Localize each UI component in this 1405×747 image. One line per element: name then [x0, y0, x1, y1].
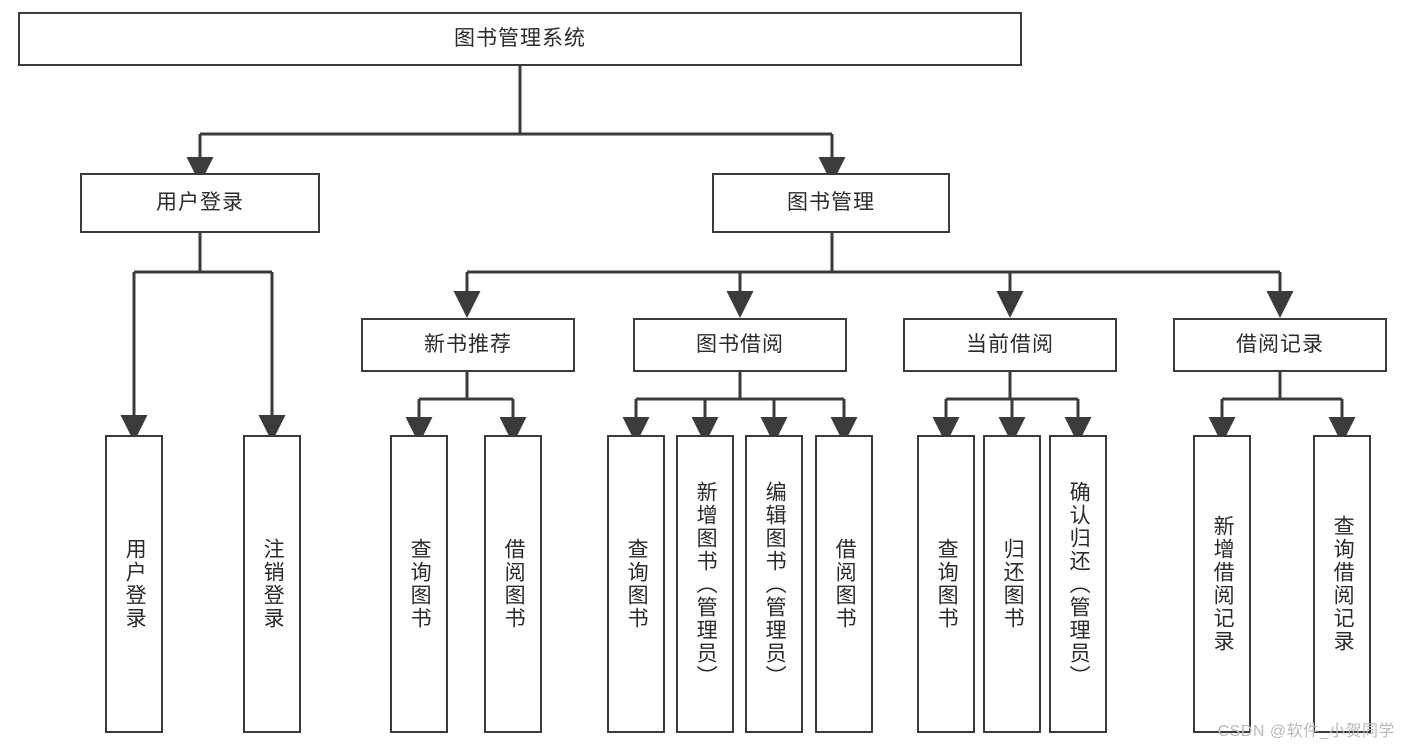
node-label: 用户登录: [123, 538, 147, 630]
watermark: CSDN @软件_小贺同学: [1217, 723, 1395, 740]
leaf-user-login-login[interactable]: 用户登录: [105, 435, 163, 733]
leaf-borrow-record-query-record[interactable]: 查询借阅记录: [1313, 435, 1371, 733]
node-label: 确认归还（管理员）: [1067, 480, 1091, 688]
node-label: 查询图书: [408, 538, 432, 630]
node-label: 编辑图书（管理员）: [763, 480, 787, 688]
node-label: 新增借阅记录: [1211, 515, 1235, 653]
node-book-borrow[interactable]: 图书借阅: [633, 318, 847, 372]
node-label: 新书推荐: [424, 333, 512, 357]
leaf-book-borrow-borrow-book[interactable]: 借阅图书: [815, 435, 873, 733]
node-label: 当前借阅: [966, 333, 1054, 357]
leaf-book-borrow-query-book[interactable]: 查询图书: [607, 435, 665, 733]
node-label: 借阅图书: [502, 538, 526, 630]
node-label: 新增图书（管理员）: [694, 480, 718, 688]
leaf-book-borrow-add-book-admin[interactable]: 新增图书（管理员）: [676, 435, 734, 733]
leaf-book-borrow-edit-book-admin[interactable]: 编辑图书（管理员）: [745, 435, 803, 733]
leaf-current-borrow-confirm-return-admin[interactable]: 确认归还（管理员）: [1049, 435, 1107, 733]
node-label: 注销登录: [261, 538, 285, 630]
node-label: 归还图书: [1001, 538, 1025, 630]
leaf-current-borrow-query-book[interactable]: 查询图书: [917, 435, 975, 733]
node-label: 图书管理系统: [454, 27, 586, 51]
leaf-current-borrow-return-book[interactable]: 归还图书: [983, 435, 1041, 733]
leaf-borrow-record-add-record[interactable]: 新增借阅记录: [1193, 435, 1251, 733]
leaf-new-book-borrow-book[interactable]: 借阅图书: [484, 435, 542, 733]
node-label: 查询借阅记录: [1331, 515, 1355, 653]
node-label: 查询图书: [625, 538, 649, 630]
node-label: 图书管理: [787, 191, 875, 215]
node-book-management[interactable]: 图书管理: [712, 173, 950, 233]
leaf-new-book-query-book[interactable]: 查询图书: [390, 435, 448, 733]
node-label: 借阅记录: [1236, 333, 1324, 357]
node-borrow-record[interactable]: 借阅记录: [1173, 318, 1387, 372]
node-label: 用户登录: [156, 191, 244, 215]
node-label: 查询图书: [935, 538, 959, 630]
leaf-user-login-logout[interactable]: 注销登录: [243, 435, 301, 733]
node-new-book-recommend[interactable]: 新书推荐: [361, 318, 575, 372]
node-root-book-management-system[interactable]: 图书管理系统: [18, 12, 1022, 66]
node-label: 图书借阅: [696, 333, 784, 357]
node-current-borrow[interactable]: 当前借阅: [903, 318, 1117, 372]
node-user-login[interactable]: 用户登录: [80, 173, 320, 233]
node-label: 借阅图书: [833, 538, 857, 630]
